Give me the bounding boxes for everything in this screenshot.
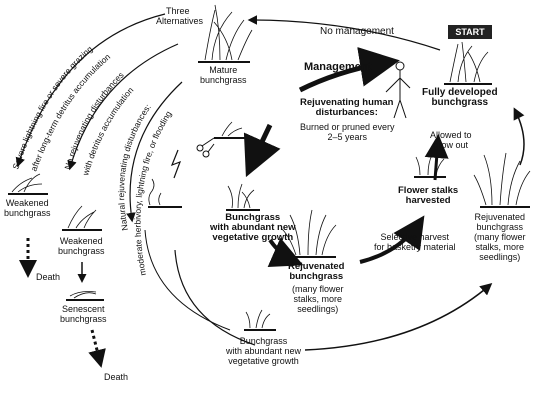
to-rejuvenated-arrow [267,237,304,268]
bunchgrass-new-bottom-label: Bunchgrass with abundant new vegetative … [226,336,302,366]
no-management-arrow [247,15,441,51]
severe-arc [15,13,166,168]
lightning-icon [170,149,182,179]
natural-arc [126,81,183,223]
scissors-icon [196,137,215,158]
rejuvenated-center-label: Rejuvenated bunchgrass [288,261,345,282]
grass-tuft-newgrowth-bottom [244,309,276,331]
flower-stalks-label: Flower stalks harvested [398,185,459,206]
weakened-1-label: Weakened bunchgrass [4,198,51,218]
grass-tuft-rejuv-right [473,152,531,208]
person-figure [385,61,411,119]
selective-harvest-arrow [359,215,425,264]
management-arrow [298,46,400,93]
allowed-grow-label: Allowed to grow out [430,130,472,150]
allowed-grow-arrow [424,134,449,181]
severe-arc-label-1: Severe lightning fire or severe grazing [10,44,94,171]
grass-tuft-rejuv-center [281,209,337,258]
no-management-label: No management [320,26,394,37]
senescent-label: Senescent bunchgrass [60,304,107,324]
norejuv-arc [67,43,179,171]
three-alternatives-label-1: Three [166,6,190,16]
start-badge: START [448,25,492,39]
selective-harvest-label: Selective harvest for basketry material [374,232,456,252]
rejuvenated-right-label: Rejuvenated bunchgrass (many flower stal… [474,212,526,262]
three-alternatives-label-2: Alternatives [156,16,204,26]
grass-tuft-fully [444,41,492,85]
to-new-growth-arrow [243,123,281,178]
death-1-label: Death [36,272,61,282]
right-up-arrow [513,107,525,166]
death-arrow-2 [88,329,106,368]
rejuvenated-center-detail: (many flower stalks, more seedlings) [292,284,344,314]
mature-bunchgrass-label: Mature bunchgrass [200,65,247,85]
grass-tuft-mature [198,4,253,63]
bunchgrass-new-top-label: Bunchgrass with abundant new vegetative … [210,212,296,243]
grass-tuft-senescent [66,291,104,301]
grass-tuft-burned [148,121,250,208]
management-label: Management [304,61,372,73]
lower-loop-arrow [174,249,256,346]
grass-tuft-flowerstalks [414,154,446,178]
death-2-label: Death [104,372,129,382]
bottom-arrow [304,283,493,351]
lower-arc-from-center [144,229,231,331]
grass-tuft-weakened-2 [62,205,102,231]
weakened-2-label: Weakened bunchgrass [58,236,105,256]
fully-developed-label: Fully developed bunchgrass [422,87,498,108]
rejuvenating-detail-label: Burned or pruned every 2–5 years [300,122,395,142]
natural-arc-label-2: moderate herbivory, lightning fire, or f… [133,109,174,277]
rejuvenating-title-label: Rejuvenating human disturbances: [300,97,394,118]
grass-tuft-newgrowth [226,183,260,211]
grass-tuft-weakened-1 [8,173,48,195]
